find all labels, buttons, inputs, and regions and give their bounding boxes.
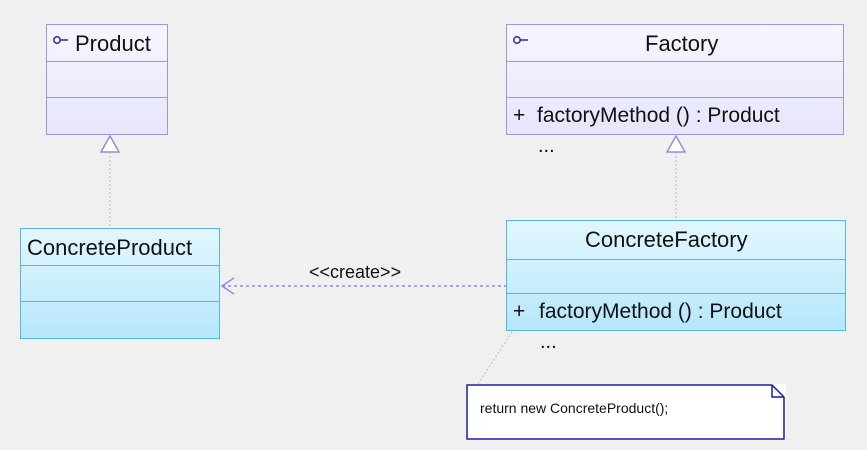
concrete-factory-name: ConcreteFactory [585,227,748,252]
note-anchor-line [477,331,513,385]
factory-generalization-arrowhead [665,134,687,153]
concrete-product-op-divider [21,301,219,302]
product-generalization-arrowhead [99,134,121,153]
factory-interface[interactable]: Factory + factoryMethod () : Product [506,24,844,135]
interface-lollipop-icon [513,36,528,44]
concrete-product-class[interactable]: ConcreteProduct [20,228,220,339]
create-dependency-label: <<create>> [309,262,402,282]
concrete-factory-operation: factoryMethod () : Product [539,300,782,323]
factory-more-ellipsis: ... [538,135,555,157]
code-note[interactable]: return new ConcreteProduct(); [466,384,786,440]
concrete-factory-class[interactable]: ConcreteFactory + factoryMethod () : Pro… [506,220,846,331]
factory-name: Factory [645,31,719,56]
note-frame [466,384,785,440]
product-attr-divider [47,61,167,62]
concrete-product-attr-divider [21,265,219,266]
concrete-factory-op-visibility: + [513,300,526,323]
factory-op-divider [507,97,843,98]
note-text: return new ConcreteProduct(); [480,400,669,416]
factory-attr-divider [507,61,843,62]
product-name: Product [75,31,151,56]
product-op-divider [47,97,167,98]
interface-lollipop-icon [53,36,68,44]
product-interface[interactable]: Product [46,24,168,135]
create-dependency-arrowhead [220,277,235,295]
factory-op-visibility: + [513,104,526,127]
concrete-product-name: ConcreteProduct [27,235,193,260]
concrete-factory-more-ellipsis: ... [540,331,557,353]
factory-operation: factoryMethod () : Product [537,104,780,127]
concrete-factory-op-divider [507,293,845,294]
concrete-factory-attr-divider [507,259,845,260]
